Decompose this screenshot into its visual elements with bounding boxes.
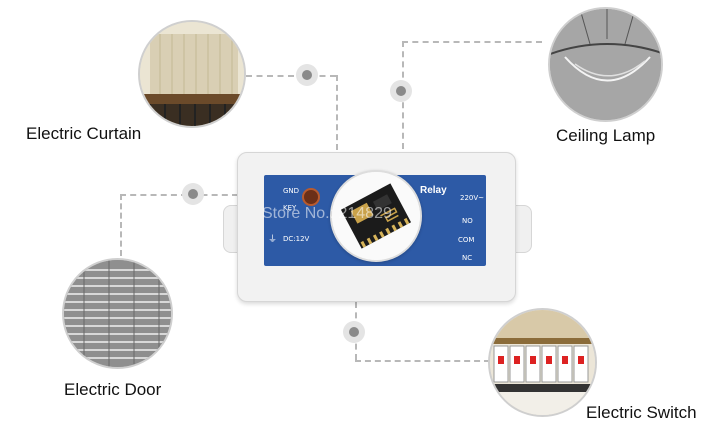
ceiling-lamp-illustration [550,9,661,120]
connector-dot-lamp [390,80,412,102]
connector-dot-curtain [296,64,318,86]
connector-door-v [120,194,122,256]
terminal-gnd: GND [283,187,300,195]
connector-curtain-v [336,75,338,150]
curtain-illustration [140,22,244,126]
label-electric-switch: Electric Switch [586,403,697,422]
relay-label: Relay [420,185,447,196]
door-illustration [64,260,171,367]
chip-illustration [332,172,420,260]
connector-dot-door [182,183,204,205]
terminal-nc: NC [462,254,473,262]
label-electric-curtain: Electric Curtain [26,124,142,143]
label-ceiling-lamp: Ceiling Lamp [556,126,656,145]
store-watermark: Store No.: 214829 [262,205,392,222]
curtain-image [138,20,246,128]
wireless-chip-module [330,170,422,262]
switch-illustration [490,310,595,415]
terminal-key: KEY [283,204,297,212]
electric-door-image [62,258,173,369]
terminal-no: NO [462,217,473,225]
connector-dot-switch [343,321,365,343]
electric-switch-image [488,308,597,417]
status-led [302,188,320,206]
terminal-220v: 220V~ [460,194,485,202]
power-rating: DC:12V [283,235,310,243]
label-electric-door: Electric Door [64,380,162,399]
connector-curtain-h [246,75,336,77]
ceiling-lamp-image [548,7,663,122]
terminal-com: COM [458,236,475,244]
connector-switch-h [355,360,490,362]
connector-lamp-h [402,41,542,43]
connector-door-h [120,194,238,196]
ground-symbol-icon: ⏚ [268,235,278,245]
